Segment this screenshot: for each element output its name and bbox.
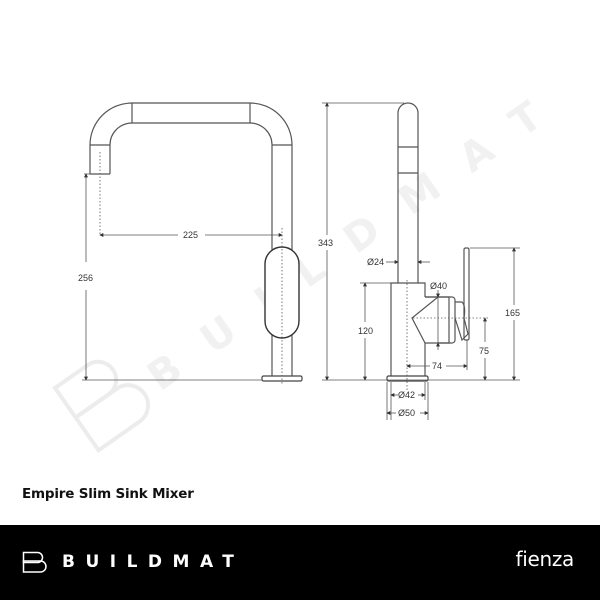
dim-overall-height: 343 <box>318 238 333 248</box>
product-title: Empire Slim Sink Mixer <box>22 486 194 502</box>
side-view-dimensions <box>322 102 520 420</box>
footer-bar: BUILDMAT fienza <box>0 525 600 600</box>
dim-spout-reach: 225 <box>183 230 198 240</box>
dim-stem-diameter: Ø24 <box>367 257 384 267</box>
front-view-dimensions <box>82 173 283 381</box>
dim-handle-height: 165 <box>505 308 520 318</box>
dim-body-diameter: Ø40 <box>430 281 447 291</box>
technical-drawing: BUILDMAT 225 256 <box>52 74 578 454</box>
dim-body-height: 120 <box>358 326 373 336</box>
front-view <box>89 102 303 385</box>
dim-handle-pivot-height: 75 <box>479 346 489 356</box>
watermark-logo-icon <box>52 359 151 454</box>
buildmat-logo-icon <box>22 551 47 573</box>
watermark: BUILDMAT <box>52 74 578 454</box>
dim-handle-reach: 74 <box>432 361 442 371</box>
dim-base-inner-diameter: Ø42 <box>398 390 415 400</box>
dim-spout-height: 256 <box>78 273 93 283</box>
dim-base-outer-diameter: Ø50 <box>398 408 415 418</box>
footer-brand: BUILDMAT <box>22 551 244 573</box>
footer-partner-logo: fienza <box>515 547 574 571</box>
footer-brand-name: BUILDMAT <box>62 552 245 572</box>
